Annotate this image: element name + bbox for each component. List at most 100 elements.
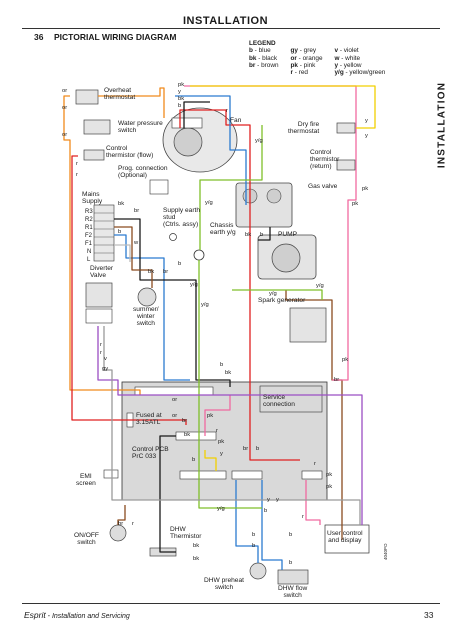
wire-black-4: [159, 435, 176, 553]
diverter-valve-connector: [85, 308, 113, 324]
label-user-control-display: User control and display: [327, 530, 363, 544]
wire-red-1: [71, 155, 187, 425]
label-overheat-thermostat: Overheat thermostat: [104, 87, 136, 101]
wire-label-br-1: br: [134, 208, 140, 214]
summer-winter-switch-body: [137, 287, 157, 307]
page-header: INSTALLATION: [183, 15, 269, 27]
wire-label-or-4: or: [172, 397, 178, 403]
label-dry-fire-thermostat: Dry fire thermostat: [288, 121, 320, 135]
wire-label-br-5: br: [243, 446, 249, 452]
terminal-r1: R1: [85, 225, 93, 231]
wire-label-or-2: or: [62, 105, 68, 111]
wire-blue-2: [114, 234, 190, 381]
wire-label-yg-2: y/g: [205, 200, 213, 206]
wire-label-yg-6: y/g: [269, 291, 277, 297]
label-on-off-switch: ON/OFF switch: [74, 532, 99, 546]
emi-screen-clip: [103, 469, 119, 479]
wire-label-yg-1: y/g: [255, 138, 263, 144]
return-thermistor-body: [336, 159, 356, 171]
footer-title: Esprit - Installation and Servicing: [24, 610, 130, 620]
wire-label-b-7: b: [192, 457, 196, 463]
pcb-connector-bottom-right: [231, 470, 263, 480]
label-gas-valve: Gas valve: [308, 183, 338, 190]
wire-label-bk-8: bk: [193, 556, 200, 562]
wire-label-bk-7: bk: [193, 543, 200, 549]
wire-label-gy-1: gy: [102, 366, 109, 372]
wire-label-b-9: b: [252, 532, 256, 538]
header-rule: [22, 28, 440, 29]
section-title: PICTORIAL WIRING DIAGRAM: [54, 32, 177, 42]
wire-label-or-5: or: [172, 413, 178, 419]
wire-label-pk-4: pk: [342, 357, 349, 363]
supply-earth-stud: [169, 233, 177, 241]
dry-fire-thermostat-body: [336, 122, 356, 134]
gas-valve-body: [235, 182, 293, 228]
label-dhw-thermistor: DHW Thermistor: [170, 526, 202, 540]
pcb-connector-mid: [175, 431, 217, 441]
overheat-thermostat-body: [75, 89, 99, 105]
label-chassis-earth: Chassis earth y/g: [210, 222, 236, 236]
wire-label-or-3: or: [62, 132, 68, 138]
wire-label-y-3: y: [365, 133, 368, 139]
wire-label-b-5: b: [220, 362, 224, 368]
wire-violet-1: [97, 326, 363, 525]
wire-label-pk-8: pk: [326, 484, 333, 490]
wire-label-br-4: br: [182, 418, 188, 424]
wire-label-r-5: r: [100, 350, 102, 356]
wire-label-bk-6: bk: [184, 432, 191, 438]
wire-blue-3: [261, 480, 283, 570]
terminal-n: N: [87, 249, 92, 255]
legend: LEGEND b - blue gy - grey v - violet bk …: [249, 40, 386, 77]
wire-white-1: [114, 244, 131, 262]
label-mains-supply: Mains Supply: [82, 191, 103, 205]
wire-label-v-1: v: [104, 356, 107, 362]
wire-label-pk-5: pk: [207, 413, 214, 419]
wire-label-r-7: r: [314, 461, 316, 467]
wire-orange-2: [98, 87, 165, 118]
label-control-pcb: Control PCB PrC 033: [132, 446, 169, 460]
terminal-r3: R3: [85, 209, 93, 215]
label-service-connection: Service connection: [263, 394, 295, 408]
fan-motor: [173, 127, 203, 157]
wire-label-pk-6: pk: [218, 439, 225, 445]
wire-label-y-1: y: [178, 89, 181, 95]
wire-label-or-1: or: [62, 88, 68, 94]
wire-label-br-2: br: [163, 269, 169, 275]
wire-label-bk-3: bk: [245, 232, 252, 238]
flow-thermistor-body: [83, 149, 105, 161]
wire-label-r-9: r: [132, 521, 134, 527]
wire-label-bk-4: bk: [148, 269, 155, 275]
wire-yellow-2: [204, 450, 217, 471]
wire-brown-2: [117, 505, 126, 525]
wire-blue-1: [175, 95, 247, 205]
wire-label-r-6: r: [216, 428, 218, 434]
label-spark-generator: Spark generator: [258, 297, 306, 304]
mains-terminal-block: [93, 204, 115, 262]
section-number: 36: [34, 32, 44, 42]
wire-label-pk-3: pk: [352, 201, 359, 207]
chassis-earth-stud: [193, 249, 205, 261]
pcb-connector-bottom-left: [179, 470, 227, 480]
wire-red-2: [179, 109, 300, 461]
wire-label-bk-1: bk: [178, 96, 185, 102]
terminal-r2: R2: [85, 217, 93, 223]
wire-yg-2: [198, 260, 262, 509]
wire-label-y-6: y: [276, 497, 279, 503]
terminal-f2: F2: [85, 233, 93, 239]
wire-label-yg-7: y/g: [217, 506, 225, 512]
wire-orange-1: [63, 95, 141, 395]
wire-label-yg-3: y/g: [190, 282, 198, 288]
label-water-pressure-switch: Water pressure switch: [118, 120, 163, 134]
fan-connector: [171, 117, 203, 129]
wire-label-pk-7: pk: [326, 472, 333, 478]
on-off-switch-body: [109, 524, 127, 542]
diverter-valve-body: [85, 282, 113, 308]
label-prog-connection: Prog. connection (Optional): [118, 165, 168, 179]
wire-label-r-8: r: [302, 514, 304, 520]
wire-grey-1: [103, 326, 361, 525]
wire-pink-2: [204, 395, 231, 436]
wire-label-b-1: b: [178, 103, 182, 109]
wire-blue-4: [235, 480, 259, 563]
wire-label-pk-2: pk: [362, 186, 369, 192]
